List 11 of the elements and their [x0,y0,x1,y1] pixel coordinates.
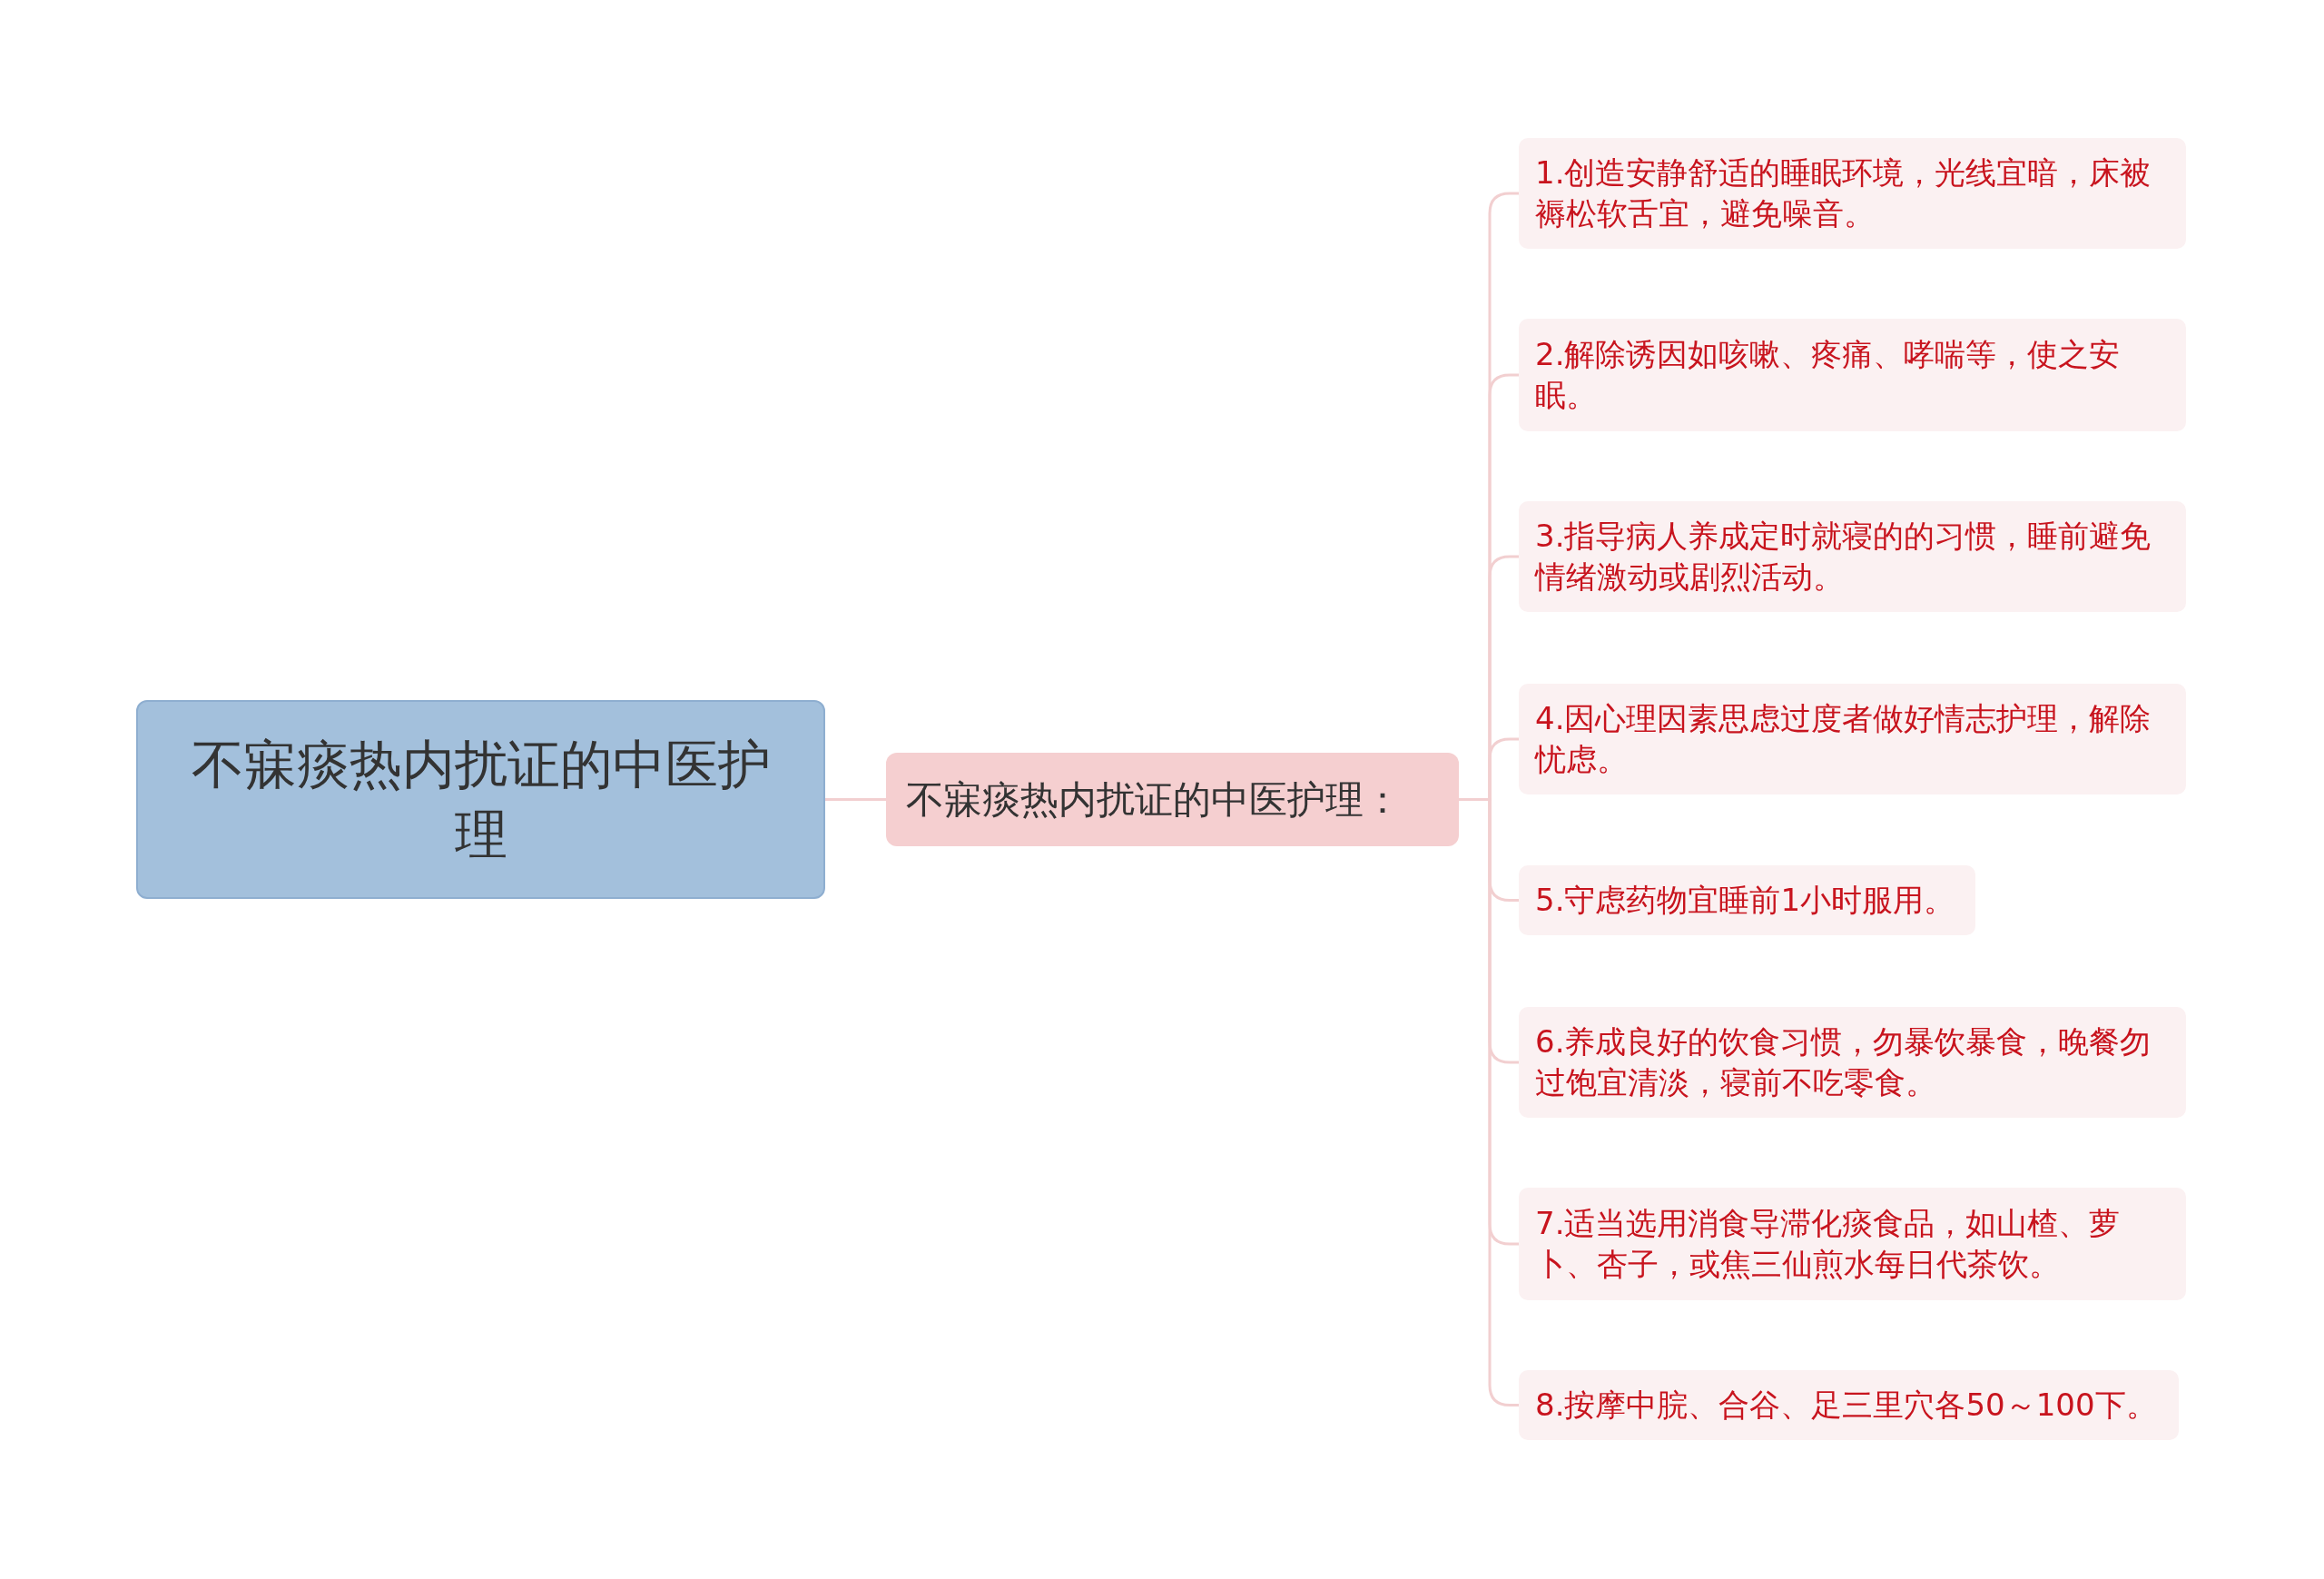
item-box: 5.守虑药物宜睡前1小时服用。 [1519,865,1975,935]
item-box: 1.创造安静舒适的睡眠环境，光线宜暗，床被褥松软舌宜，避免噪音。 [1519,138,2186,249]
subtopic-box: 不寐痰热内扰证的中医护理： [886,753,1459,846]
topic-box: 不寐痰热内扰证的中医护理 [136,700,825,899]
item-box: 6.养成良好的饮食习惯，勿暴饮暴食，晚餐勿过饱宜清淡，寝前不吃零食。 [1519,1007,2186,1118]
connector-line [825,798,886,801]
item-box: 3.指导病人养成定时就寝的的习惯，睡前避免情绪激动或剧烈活动。 [1519,501,2186,612]
item-box: 4.因心理因素思虑过度者做好情志护理，解除忧虑。 [1519,684,2186,794]
item-box: 2.解除诱因如咳嗽、疼痛、哮喘等，使之安眠。 [1519,319,2186,431]
item-box: 8.按摩中脘、合谷、足三里穴各50～100下。 [1519,1370,2179,1440]
item-box: 7.适当选用消食导滞化痰食品，如山楂、萝卜、杏子，或焦三仙煎水每日代茶饮。 [1519,1188,2186,1300]
